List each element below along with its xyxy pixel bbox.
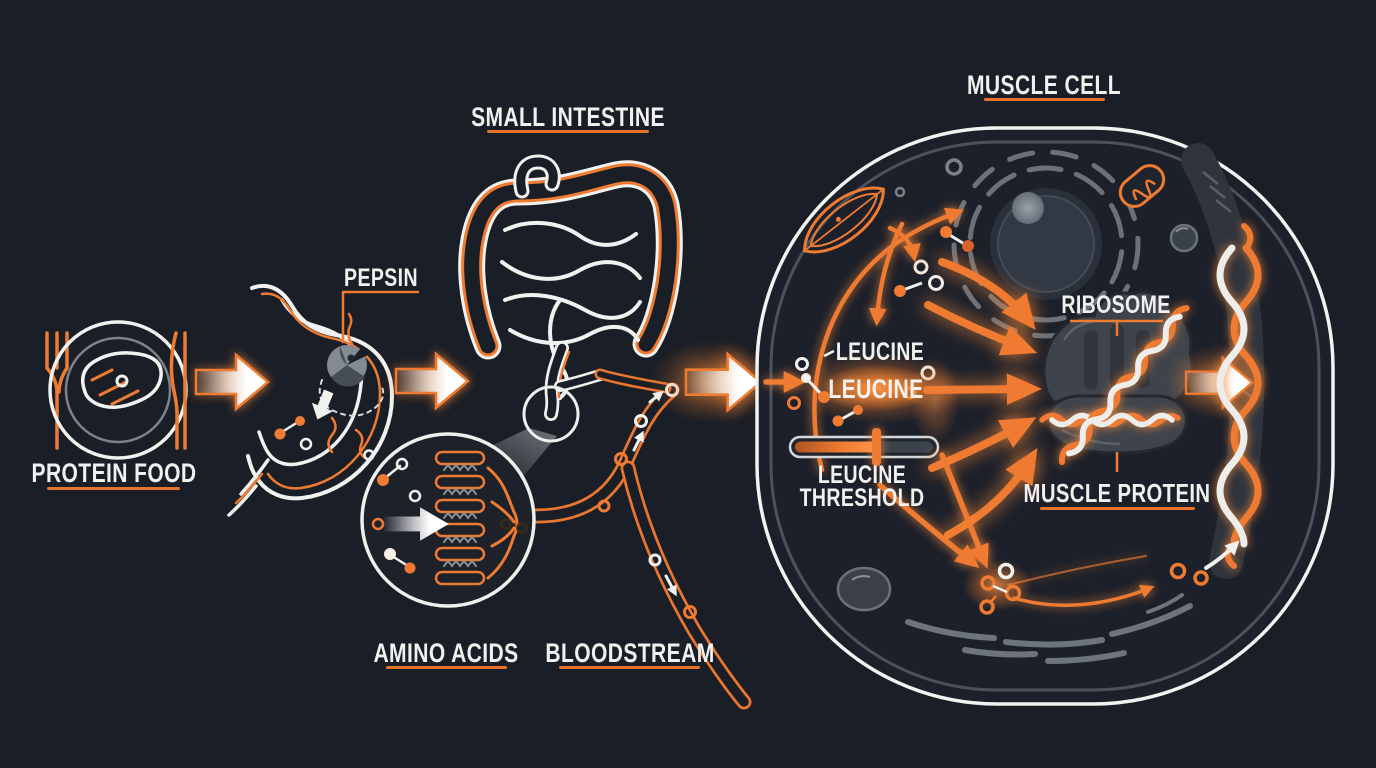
label-leucine-glow: LEUCINE [828,374,924,404]
flow-arrow-2 [394,352,470,410]
label-leucine: LEUCINE [835,338,925,366]
underline-bloodstream [559,666,700,669]
label-amino-acids: AMINO ACIDS [373,638,519,668]
stomach-down-arrow [306,387,340,424]
steak-icon [81,351,163,409]
vessel-amino-dots [597,383,697,619]
bottom-arrows [877,452,1155,607]
stomach-molecules [274,416,375,461]
plate-icon [48,320,188,460]
underline-amino-acids [386,666,507,669]
label-muscle-cell: MUSCLE CELL [966,70,1122,100]
gauge-marker [872,428,881,466]
upper-molecules [894,226,974,297]
pepsin-enzyme-icon [327,312,368,387]
muscle-fiber-braid-icon [1216,223,1262,569]
light-beam [470,428,557,478]
label-muscle-protein: MUSCLE PROTEIN [1023,478,1211,508]
flow-arrow-1 [194,353,270,411]
label-leucine-threshold-1: LEUCINE [817,461,907,489]
stomach-icon [227,283,420,517]
amino-acids-zoom-circle [360,432,536,608]
label-small-intestine: SMALL INTESTINE [471,102,665,132]
underline-muscle-cell [984,98,1105,101]
nucleus-icon [951,149,1141,339]
magnifier-circle-icon [522,385,580,443]
label-bloodstream: BLOODSTREAM [545,638,715,668]
protein-strand-icon [1039,305,1190,465]
amino-acid-molecule-icon [371,457,422,574]
underline-muscle-protein [1040,507,1195,510]
label-pepsin: PEPSIN [344,264,418,292]
capillary-icon [486,466,519,580]
intestine-icon [458,154,683,421]
label-protein-food: PROTEIN FOOD [31,458,197,488]
gauge-fill [795,441,879,453]
mitochondria-icon [1118,164,1166,208]
fork-icon [45,331,69,450]
knife-icon [169,331,187,450]
underline-small-intestine [487,130,649,133]
organelle-dots [836,158,1199,612]
villi-icon [434,450,486,586]
protein-food-icon [45,320,188,460]
reuse-white-arrow [1204,540,1240,570]
leucine-gauge-icon [788,428,940,466]
bloodstream-vessel-icon [528,368,752,710]
underline-protein-food [47,487,180,490]
bottom-molecules [979,562,1209,615]
label-leucine-threshold-2: THRESHOLD [799,484,925,512]
muscle-fiber-icon [803,186,885,254]
er-dashes [905,593,1193,664]
pepsin-pointer-line [341,290,420,344]
label-ribosome: RIBOSOME [1061,291,1171,319]
